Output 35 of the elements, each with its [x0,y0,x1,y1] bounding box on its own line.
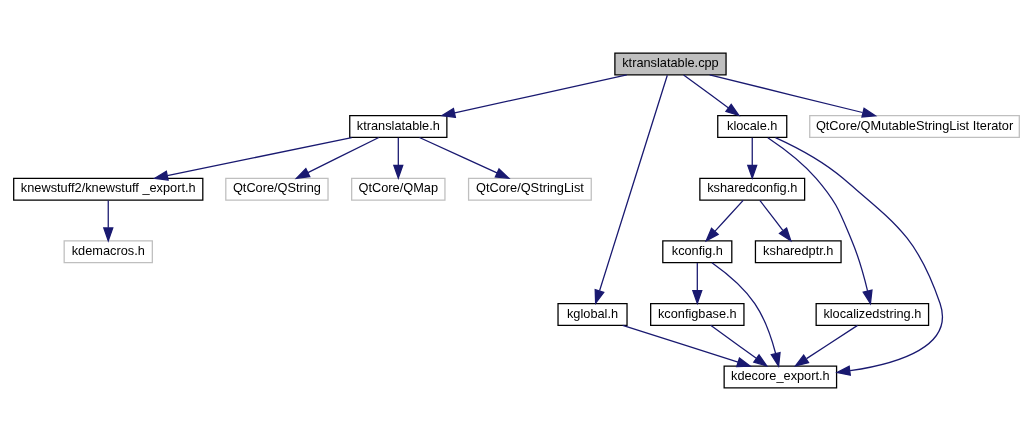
arrow [594,74,668,305]
arrow [440,73,628,118]
node-box: kdecore_export.h [723,365,838,389]
arrow [392,136,404,180]
arrow [152,136,353,181]
arrow [704,199,744,242]
arrow [759,199,792,242]
node-box: ktranslatable.cpp [614,51,727,75]
arrow [746,136,758,180]
node-box: klocale.h [717,114,788,138]
arrow [709,73,878,118]
arrow [691,261,703,305]
arrow [767,136,873,305]
node-box: ksharedconfig.h [699,177,806,201]
arrow [102,199,114,243]
arrow [711,261,781,368]
node-box: ksharedptr.h [754,239,842,263]
arrow [682,73,741,117]
node-box: kglobal.h [557,302,628,326]
node-box: kdemacros.h [63,239,153,263]
node-box: klocalizedstring.h [815,302,930,326]
arrow [793,324,859,367]
arrow [418,136,511,179]
node-box: ktranslatable.h [349,114,448,138]
arrow [294,136,380,179]
arrow [710,324,769,367]
node-box: QtCore/QMutableStringList Iterator [809,114,1020,138]
node-box: QtCore/QStringList [467,177,592,201]
arrow [622,324,753,367]
node-box: kconfig.h [662,239,733,263]
node-box: knewstuff2/knewstuff _export.h [13,177,204,201]
node-box: QtCore/QString [225,177,329,201]
node-box: QtCore/QMap [351,177,446,201]
arrow [774,136,943,376]
node-box: kconfigbase.h [650,302,745,326]
